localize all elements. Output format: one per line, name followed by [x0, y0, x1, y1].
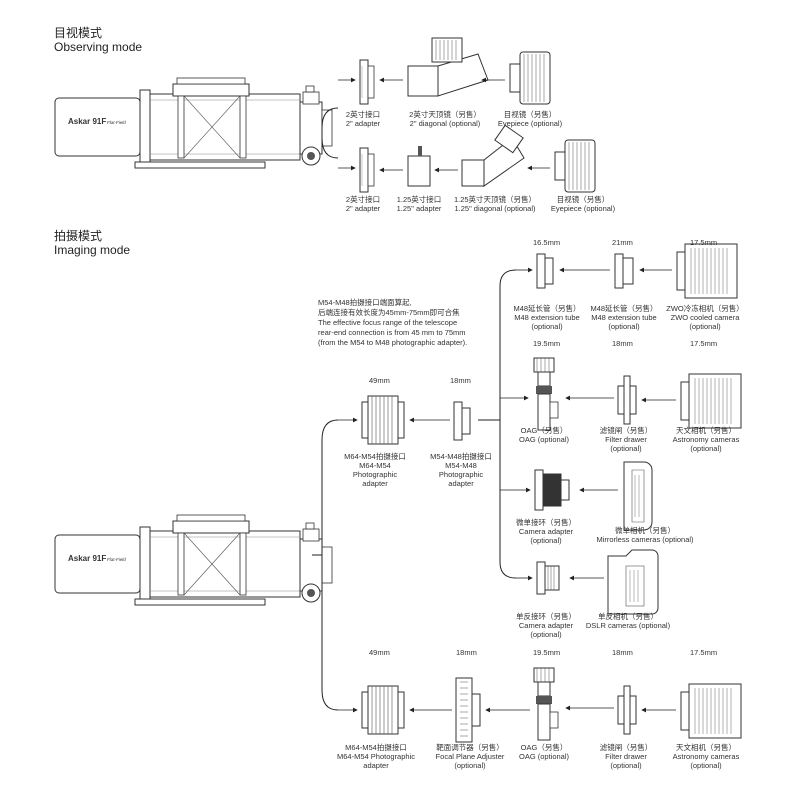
observing-split-connector	[321, 107, 339, 159]
bottom-astronomy-camera	[680, 683, 742, 739]
imaging-split-connector	[321, 419, 339, 711]
mirrorless-camera-label: 微单相机（另售）Mirrorless cameras (optional)	[596, 526, 694, 544]
obs-2in-diagonal	[407, 37, 489, 97]
bottom-mm3: 19.5mm	[533, 648, 561, 657]
zwo-ext1-label: M48延长管（另售）M48 extension tube(optional)	[513, 304, 581, 331]
bottom-mm2: 18mm	[456, 648, 477, 657]
m48-extension-tube-1	[536, 253, 554, 289]
bottom-filter-drawer	[617, 685, 637, 735]
zwo-ext2-label: M48延长管（另售）M48 extension tube(optional)	[590, 304, 658, 331]
zwo-mm2: 21mm	[612, 238, 633, 247]
bottom-oag	[533, 667, 559, 741]
mirrorless-camera	[623, 461, 653, 531]
brand-label-top: Askar 91F	[68, 117, 107, 126]
filter-drawer-label: 滤镜闸（另售）Filter drawer(optional)	[599, 426, 653, 453]
dslr-adapter	[536, 561, 560, 595]
focal-plane-adjuster	[455, 677, 481, 743]
zwo-mm3: 17.5mm	[690, 238, 718, 247]
bottom-filter-label: 滤镜闸（另售）Filter drawer(optional)	[599, 743, 653, 770]
zwo-camera-label: ZWO冷冻相机（另售）ZWO cooled camera(optional)	[666, 304, 744, 331]
oag-mm1: 19.5mm	[533, 339, 561, 348]
filter-drawer	[617, 375, 637, 425]
obs2-eyepiece-label: 目视镜（另售）Eyepiece (optional)	[550, 195, 616, 213]
zwo-cooled-camera	[676, 243, 738, 299]
zwo-mm1: 16.5mm	[533, 238, 561, 247]
bottom-camera-label: 天文相机（另售）Astronomy cameras(optional)	[672, 743, 740, 770]
obs-eyepiece-2	[554, 139, 596, 193]
m54-m48-adapter	[453, 401, 471, 441]
brand-subtitle-bottom: Flat-Field	[107, 557, 126, 562]
dslr-camera-label: 单反相机（另售）DSLR cameras (optional)	[585, 612, 671, 630]
obs-eyepiece-1	[509, 51, 551, 105]
obs-2in-adapter	[359, 59, 375, 105]
m54-length: 18mm	[450, 376, 471, 385]
mirrorless-adapter	[534, 469, 570, 511]
brand-label-bottom: Askar 91F	[68, 554, 107, 563]
branch-connector	[499, 269, 517, 579]
dslr-adapter-label: 单反接环（另售）Camera adapter(optional)	[516, 612, 576, 639]
obs2-diagonal-label: 1.25英寸天顶镜（另售）1.25" diagonal (optional)	[453, 195, 537, 213]
mirrorless-adapter-label: 微单接环（另售）Camera adapter(optional)	[516, 518, 576, 545]
bottom-oag-label: OAG（另售）OAG (optional)	[518, 743, 570, 761]
oag-device	[533, 357, 559, 431]
bottom-mm1: 49mm	[369, 648, 390, 657]
m48-extension-tube-2	[614, 253, 634, 289]
bottom-mm4: 18mm	[612, 648, 633, 657]
oag-mm3: 17.5mm	[690, 339, 718, 348]
bottom-mm5: 17.5mm	[690, 648, 718, 657]
oag-mm2: 18mm	[612, 339, 633, 348]
m64-length: 49mm	[369, 376, 390, 385]
obs-125-adapter	[407, 146, 431, 187]
oag-label: OAG（另售）OAG (optional)	[518, 426, 570, 444]
m64-m54-adapter	[361, 395, 405, 445]
brand-subtitle-top: Flat-Field	[107, 120, 126, 125]
bottom-fpa-label: 靶面调节器（另售）Focal Plane Adjuster(optional)	[435, 743, 505, 770]
bottom-m64-m54-adapter	[361, 685, 405, 735]
astronomy-camera	[680, 373, 742, 429]
obs-125-diagonal	[461, 124, 525, 187]
obs-2in-adapter-2	[359, 147, 375, 193]
obs-eyepiece-label: 目视镜（另售）Eyepiece (optional)	[497, 110, 563, 128]
obs-diagonal-label: 2英寸天顶镜（另售）2" diagonal (optional)	[409, 110, 481, 128]
astro-camera-label: 天文相机（另售）Astronomy cameras(optional)	[672, 426, 740, 453]
dslr-camera	[607, 549, 659, 615]
